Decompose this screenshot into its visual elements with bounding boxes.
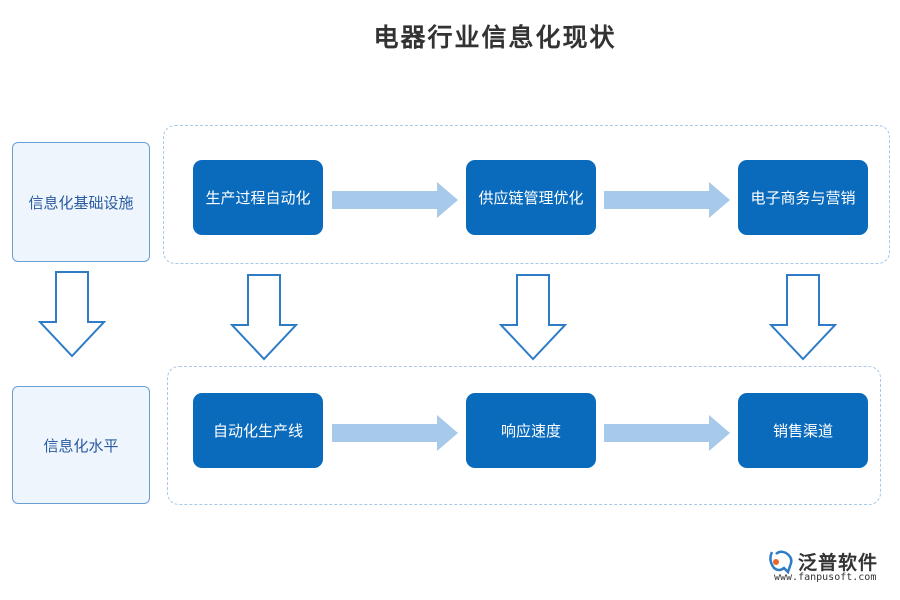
- node-production-automation: 生产过程自动化: [193, 160, 323, 235]
- right-arrow-icon: [604, 182, 730, 218]
- node-supply-chain: 供应链管理优化: [466, 160, 596, 235]
- down-arrow-icon: [499, 274, 567, 361]
- row2-container: [167, 366, 881, 505]
- right-arrow-icon: [332, 415, 458, 451]
- logo-icon: [769, 550, 793, 574]
- side-label-infrastructure: 信息化基础设施: [12, 142, 150, 262]
- logo-url: www.fanpusoft.com: [774, 572, 877, 583]
- node-automated-production-line: 自动化生产线: [193, 393, 323, 468]
- node-ecommerce: 电子商务与营销: [738, 160, 868, 235]
- down-arrow-icon: [230, 274, 298, 361]
- node-response-speed: 响应速度: [466, 393, 596, 468]
- down-arrow-icon: [769, 274, 837, 361]
- page-title: 电器行业信息化现状: [373, 23, 617, 52]
- logo-name: 泛普软件: [798, 552, 879, 574]
- down-arrow-icon: [38, 271, 106, 358]
- brand-logo: 泛普软件 www.fanpusoft.com: [766, 548, 886, 590]
- side-label-level: 信息化水平: [12, 386, 150, 504]
- right-arrow-icon: [332, 182, 458, 218]
- row1-container: [163, 125, 890, 264]
- right-arrow-icon: [604, 415, 730, 451]
- node-sales-channels: 销售渠道: [738, 393, 868, 468]
